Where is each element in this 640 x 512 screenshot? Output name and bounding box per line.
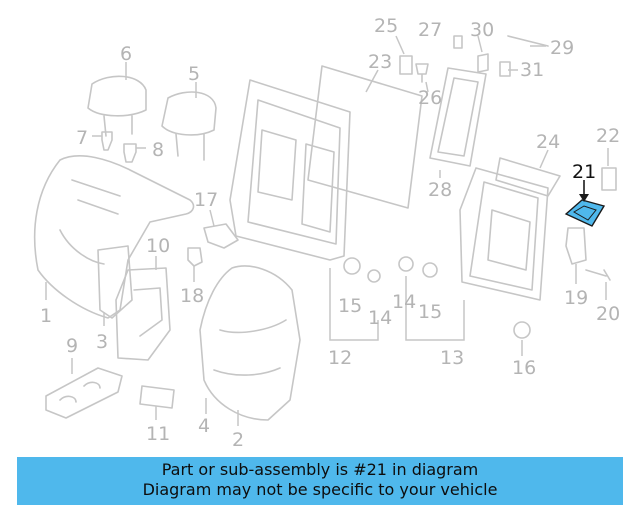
- callout-19: 19: [564, 287, 588, 309]
- callout-3: 3: [96, 331, 108, 353]
- callout-15a: 15: [338, 295, 362, 317]
- part-14-bolt-b: [398, 256, 414, 272]
- part-8-guide: [123, 143, 137, 163]
- part-29-rod: [507, 35, 549, 47]
- callout-4: 4: [198, 415, 210, 437]
- part-19-latch: [565, 227, 587, 265]
- part-11-panel: [139, 385, 175, 409]
- callout-16: 16: [512, 357, 536, 379]
- part-13-seat-back-frame: [459, 167, 549, 301]
- callout-23: 23: [368, 51, 392, 73]
- part-28-trim-frame: [429, 67, 487, 167]
- part-31-clip: [499, 61, 511, 77]
- part-17-bracket: [203, 223, 239, 249]
- part-18-hook: [187, 247, 203, 267]
- callout-27: 27: [418, 19, 442, 41]
- callout-13: 13: [440, 347, 464, 369]
- part-22-cap: [601, 167, 617, 191]
- part-3-frame-panel: [97, 245, 133, 319]
- part-2-seat-cushion: [199, 265, 301, 421]
- callout-11: 11: [146, 423, 170, 445]
- part-20-bolt: [585, 269, 611, 281]
- part-7-guide: [101, 131, 113, 151]
- part-27-pin: [453, 35, 463, 49]
- callout-14b: 14: [392, 291, 416, 313]
- callout-29: 29: [550, 37, 574, 59]
- part-10-armrest-cover: [115, 267, 171, 361]
- callout-5: 5: [188, 63, 200, 85]
- callout-28: 28: [428, 179, 452, 201]
- callout-30: 30: [470, 19, 494, 41]
- banner-line-2: Diagram may not be specific to your vehi…: [142, 480, 498, 499]
- part-9-cupholder: [45, 367, 123, 419]
- callout-2: 2: [232, 429, 244, 451]
- part-26-screw: [415, 63, 429, 83]
- callout-21-highlighted: 21: [572, 161, 596, 183]
- info-banner: Part or sub-assembly is #21 in diagram D…: [17, 457, 623, 505]
- part-15-grommet-b: [422, 262, 438, 278]
- callout-25: 25: [374, 15, 398, 37]
- part-21-highlighted: [564, 199, 606, 227]
- callout-17: 17: [194, 189, 218, 211]
- part-6-headrest: [87, 75, 147, 137]
- callout-18: 18: [180, 285, 204, 307]
- banner-line-1: Part or sub-assembly is #21 in diagram: [161, 460, 479, 479]
- callout-6: 6: [120, 43, 132, 65]
- part-25-clip: [399, 55, 413, 75]
- callout-12: 12: [328, 347, 352, 369]
- callout-9: 9: [66, 335, 78, 357]
- part-5-headrest: [161, 91, 217, 161]
- part-24-panel: [495, 157, 561, 197]
- part-16-washer: [513, 321, 531, 339]
- part-1-seat-back-cushion: [33, 155, 195, 319]
- callout-7: 7: [76, 127, 88, 149]
- callout-15b: 15: [418, 301, 442, 323]
- callout-8: 8: [152, 139, 164, 161]
- part-14-bolt: [367, 269, 381, 283]
- part-30-clip: [477, 53, 489, 73]
- callout-20: 20: [596, 303, 620, 325]
- part-23-back-panel: [307, 65, 423, 209]
- callout-26: 26: [418, 87, 442, 109]
- callout-22: 22: [596, 125, 620, 147]
- callout-14a: 14: [368, 307, 392, 329]
- part-15-grommet: [343, 257, 361, 275]
- callout-31: 31: [520, 59, 544, 81]
- part-12-seat-back-frame: [229, 79, 351, 261]
- callout-24: 24: [536, 131, 560, 153]
- callout-1: 1: [40, 305, 52, 327]
- leader-lines: [45, 35, 609, 426]
- callout-10: 10: [146, 235, 170, 257]
